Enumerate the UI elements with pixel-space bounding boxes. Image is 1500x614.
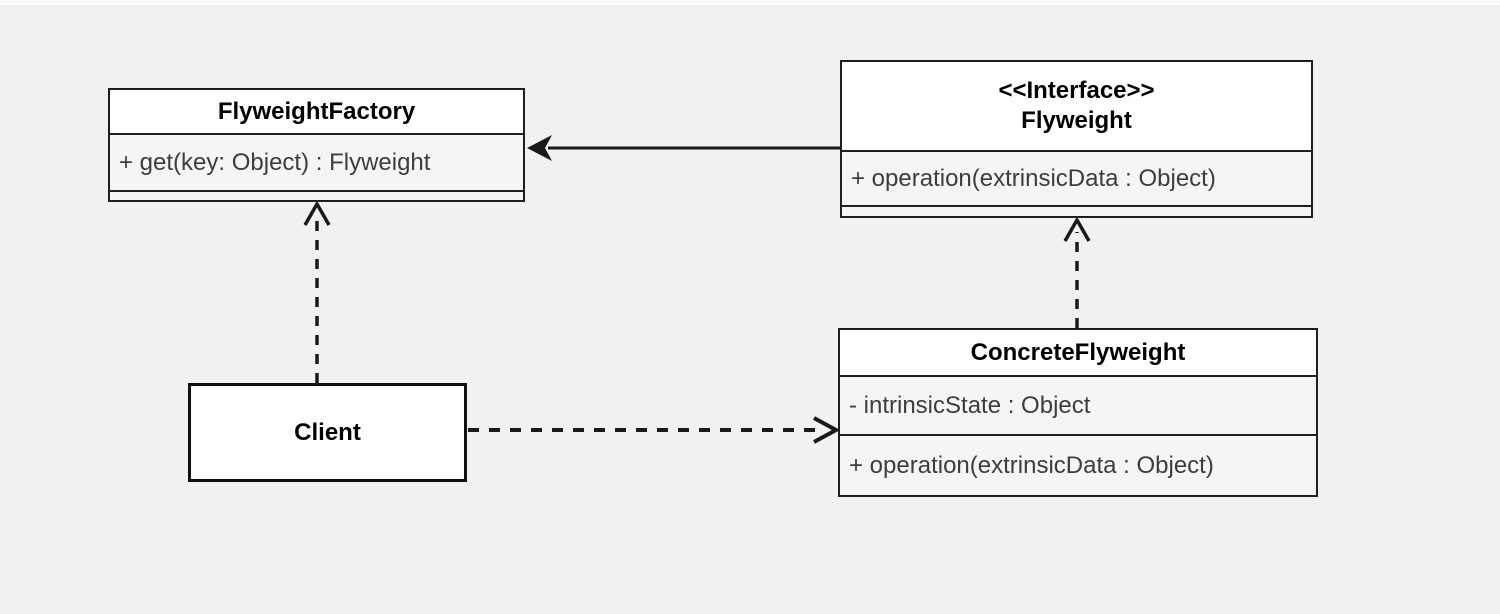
class-name-label: ConcreteFlyweight [970, 338, 1186, 366]
dependency-arrow-client-to-concrete-flyweight [468, 416, 841, 444]
open-arrowhead-icon [1063, 216, 1091, 242]
interface-title-flyweight: <<Interface>> Flyweight [842, 62, 1311, 152]
stereotype-label: <<Interface>> [998, 77, 1155, 104]
realization-arrow-concrete-flyweight-to-flyweight [1063, 216, 1091, 328]
attribute-row-intrinsic-state: - intrinsicState : Object [840, 377, 1316, 436]
class-title-concrete-flyweight: ConcreteFlyweight [840, 330, 1316, 377]
interface-box-flyweight: <<Interface>> Flyweight + operation(extr… [840, 60, 1313, 218]
method-label: + operation(extrinsicData : Object) [849, 451, 1214, 479]
canvas-top-edge [0, 0, 1500, 5]
method-row-operation: + operation(extrinsicData : Object) [842, 152, 1311, 207]
empty-compartment [110, 192, 523, 200]
empty-compartment [842, 207, 1311, 216]
dependency-arrow-client-to-factory [303, 200, 331, 383]
association-arrow-flyweight-to-factory [527, 135, 840, 161]
attribute-label: - intrinsicState : Object [849, 391, 1091, 419]
class-box-flyweight-factory: FlyweightFactory + get(key: Object) : Fl… [108, 88, 525, 202]
class-box-client: Client [188, 383, 467, 482]
class-name-label: FlyweightFactory [217, 97, 416, 125]
class-box-concrete-flyweight: ConcreteFlyweight - intrinsicState : Obj… [838, 328, 1318, 497]
method-row-get: + get(key: Object) : Flyweight [110, 135, 523, 192]
class-name-label: Flyweight [1021, 107, 1132, 134]
method-label: + operation(extrinsicData : Object) [851, 164, 1216, 192]
class-title-flyweight-factory: FlyweightFactory [110, 90, 523, 135]
open-arrowhead-icon [813, 416, 841, 444]
method-row-operation: + operation(extrinsicData : Object) [840, 436, 1316, 495]
open-arrowhead-icon [303, 200, 331, 226]
method-label: + get(key: Object) : Flyweight [119, 148, 431, 176]
filled-arrowhead-icon [527, 135, 552, 161]
class-name-label: Client [294, 418, 361, 446]
